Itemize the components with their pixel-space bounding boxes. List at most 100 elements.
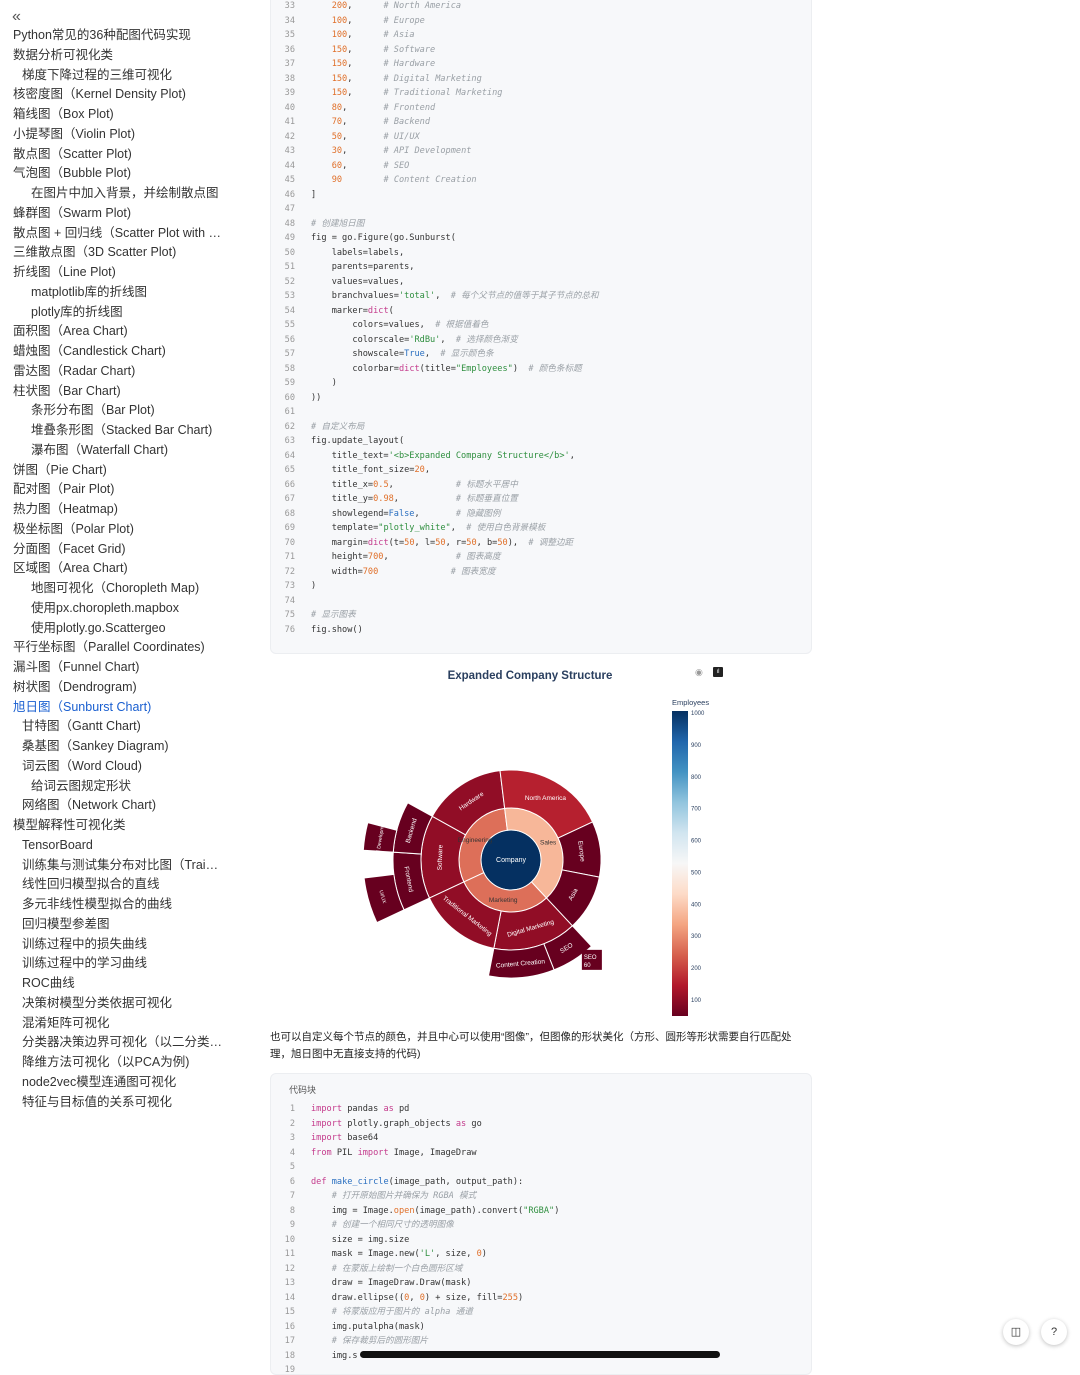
collapse-sidebar-icon[interactable]: « bbox=[12, 8, 21, 25]
sunburst-segment[interactable] bbox=[363, 873, 405, 924]
toc-item[interactable]: 小提琴图（Violin Plot) bbox=[13, 126, 136, 141]
toc-item[interactable]: 训练过程中的学习曲线 bbox=[22, 956, 148, 971]
toc-item[interactable]: 箱线图（Box Plot) bbox=[13, 107, 114, 121]
sunburst-segment[interactable] bbox=[545, 869, 600, 927]
toc-item[interactable]: 雷达图（Radar Chart) bbox=[13, 363, 136, 378]
toc-item[interactable]: 回归模型参差图 bbox=[22, 916, 110, 931]
toc-item[interactable]: 词云图（Word Cloud) bbox=[22, 758, 142, 773]
line-number: 65 bbox=[284, 465, 295, 475]
camera-icon[interactable]: ◉ bbox=[695, 667, 703, 677]
toc-item[interactable]: plotly库的折线图 bbox=[31, 304, 123, 319]
toc-item[interactable]: 在图片中加入背景，并绘制散点图 bbox=[31, 186, 219, 200]
sunburst-segment[interactable] bbox=[431, 770, 506, 836]
toc-item[interactable]: 多元非线性模型拟合的曲线 bbox=[22, 897, 173, 911]
line-number: 66 bbox=[284, 479, 295, 490]
toc-item[interactable]: 堆叠条形图（Stacked Bar Chart) bbox=[31, 423, 213, 437]
code-line: 64 title_text='<b>Expanded Company Struc… bbox=[271, 449, 811, 464]
toc-item[interactable]: 数据分析可视化类 bbox=[13, 47, 114, 62]
toc-item[interactable]: 饼图（Pie Chart) bbox=[13, 462, 107, 477]
toc-item[interactable]: 瀑布图（Waterfall Chart) bbox=[31, 442, 169, 457]
line-number: 54 bbox=[284, 305, 295, 316]
toc-item[interactable]: 训练集与测试集分布对比图（Train v... bbox=[22, 857, 232, 872]
toc-item[interactable]: 网络图（Network Chart) bbox=[22, 798, 157, 813]
toc-item[interactable]: 散点图 + 回归线（Scatter Plot with R... bbox=[13, 225, 228, 240]
code-text: marker=dict( bbox=[311, 305, 394, 316]
sunburst-segment[interactable] bbox=[499, 769, 594, 839]
plotly-logo-icon[interactable]: ıl bbox=[713, 667, 723, 677]
sunburst-segment[interactable] bbox=[392, 802, 433, 855]
toc-item[interactable]: 区域图（Area Chart) bbox=[13, 561, 128, 576]
code-line: 50 labels=labels, bbox=[271, 246, 811, 261]
line-number: 59 bbox=[284, 378, 295, 388]
sunburst-segment[interactable] bbox=[543, 925, 593, 971]
code-text: # 在蒙版上绘制一个白色圆形区域 bbox=[331, 1263, 463, 1274]
colorbar-tick-label: 500 bbox=[691, 870, 702, 876]
toc-item[interactable]: TensorBoard bbox=[22, 837, 93, 852]
code-line: 60)) bbox=[271, 391, 811, 406]
toc-item[interactable]: 训练过程中的损失曲线 bbox=[22, 936, 148, 951]
sunburst-segment[interactable] bbox=[463, 872, 548, 913]
sunburst-segment[interactable] bbox=[493, 897, 574, 951]
toc-item[interactable]: 分类器决策边界可视化（以二分类的... bbox=[22, 1035, 233, 1050]
toc-item[interactable]: 面积图（Area Chart) bbox=[13, 324, 128, 339]
code-text: 90 # Content Creation bbox=[331, 175, 477, 185]
toc-item[interactable]: matplotlib库的折线图 bbox=[31, 284, 147, 299]
toc-item[interactable]: 降维方法可视化（以PCA为例) bbox=[22, 1055, 190, 1069]
line-number: 62 bbox=[284, 421, 295, 432]
sunburst-center[interactable] bbox=[480, 829, 542, 891]
toc-item[interactable]: 漏斗图（Funnel Chart) bbox=[13, 660, 140, 674]
toc-item[interactable]: node2vec模型连通图可视化 bbox=[22, 1074, 177, 1089]
toc-item[interactable]: 分面图（Facet Grid) bbox=[13, 541, 126, 556]
line-number: 13 bbox=[284, 1278, 295, 1288]
sunburst-segment[interactable] bbox=[428, 881, 502, 949]
sunburst-segment[interactable] bbox=[392, 851, 431, 911]
code-line: 13 draw = ImageDraw.Draw(mask) bbox=[271, 1276, 811, 1291]
toc-item[interactable]: 折线图（Line Plot) bbox=[13, 265, 116, 279]
toc-item[interactable]: 桑基图（Sankey Diagram) bbox=[22, 739, 169, 753]
toc-item[interactable]: 甘特图（Gantt Chart) bbox=[22, 719, 141, 734]
toc-item[interactable]: 散点图（Scatter Plot) bbox=[13, 146, 132, 161]
help-icon[interactable]: ? bbox=[1041, 1319, 1067, 1345]
toc-item[interactable]: 决策树模型分类依据可视化 bbox=[22, 995, 173, 1010]
toc-item[interactable]: 条形分布图（Bar Plot) bbox=[31, 403, 155, 418]
toc-item[interactable]: 模型解释性可视化类 bbox=[13, 818, 126, 832]
sunburst-segment[interactable] bbox=[362, 822, 398, 853]
toc-item[interactable]: 使用px.choropleth.mapbox bbox=[31, 600, 179, 615]
toc-item[interactable]: 使用plotly.go.Scattergeo bbox=[31, 620, 166, 635]
toc-item[interactable]: ROC曲线 bbox=[22, 976, 75, 990]
line-number: 45 bbox=[284, 175, 295, 185]
toc-item[interactable]: 蜡烛图（Candlestick Chart) bbox=[13, 344, 166, 358]
toc-item[interactable]: 特征与目标值的关系可视化 bbox=[22, 1094, 173, 1109]
toc-item[interactable]: 地图可视化（Choropleth Map) bbox=[31, 581, 200, 595]
toc-item[interactable]: 平行坐标图（Parallel Coordinates) bbox=[13, 640, 205, 655]
toc-item[interactable]: Python常见的36种配图代码实现 bbox=[13, 28, 191, 42]
toc-item[interactable]: 柱状图（Bar Chart) bbox=[13, 383, 121, 398]
toc-item[interactable]: 给词云图规定形状 bbox=[31, 778, 132, 793]
toc-item[interactable]: 热力图（Heatmap) bbox=[13, 502, 118, 516]
line-number: 14 bbox=[284, 1292, 295, 1303]
sunburst-segment[interactable] bbox=[504, 807, 564, 899]
line-number: 53 bbox=[284, 291, 295, 301]
toc-item[interactable]: 气泡图（Bubble Plot) bbox=[13, 166, 132, 181]
toc-item[interactable]: 核密度图（Kernel Density Plot) bbox=[13, 87, 186, 102]
code-text: # 创建旭日图 bbox=[311, 218, 365, 229]
toc-item[interactable]: 混淆矩阵可视化 bbox=[22, 1015, 110, 1030]
sunburst-segment[interactable] bbox=[458, 807, 508, 883]
line-number: 41 bbox=[284, 117, 295, 127]
toc-item[interactable]: 线性回归模型拟合的直线 bbox=[22, 877, 160, 892]
code-line: 71 height=700, # 图表高度 bbox=[271, 550, 811, 565]
colorbar-tick-label: 900 bbox=[691, 743, 702, 749]
toc-item[interactable]: 蜂群图（Swarm Plot) bbox=[13, 205, 132, 220]
toc-item[interactable]: 三维散点图（3D Scatter Plot) bbox=[13, 245, 177, 260]
toc-item[interactable]: 极坐标图（Polar Plot) bbox=[13, 521, 134, 536]
toc-item[interactable]: 树状图（Dendrogram) bbox=[13, 679, 137, 694]
copy-doc-icon[interactable]: ◫ bbox=[1003, 1319, 1029, 1345]
toc-item[interactable]: 旭日图（Sunburst Chart) bbox=[13, 699, 152, 714]
sunburst-segment[interactable] bbox=[487, 943, 555, 979]
toc-item[interactable]: 梯度下降过程的三维可视化 bbox=[22, 67, 173, 82]
toc-item[interactable]: 配对图（Pair Plot) bbox=[13, 482, 115, 497]
sunburst-segment[interactable] bbox=[420, 815, 467, 899]
sunburst-segment[interactable] bbox=[557, 821, 602, 878]
horizontal-scrollbar[interactable] bbox=[360, 1351, 720, 1358]
